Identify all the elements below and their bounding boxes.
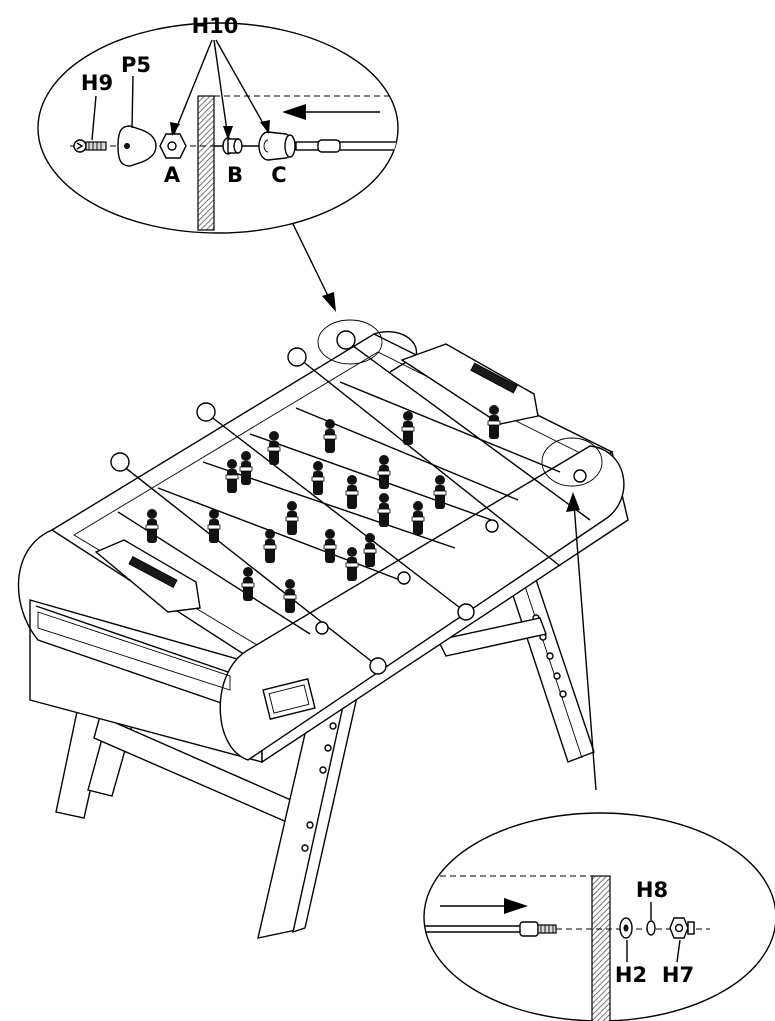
player-figure [283, 579, 297, 613]
player-figure [401, 411, 415, 445]
player-figure [285, 501, 299, 535]
player-figure [377, 493, 391, 527]
pointer-arrow-top [291, 221, 336, 312]
player-figure [433, 475, 447, 509]
bushing-c-part [258, 131, 296, 161]
label-p5: P5 [121, 53, 151, 77]
player-figure [377, 455, 391, 489]
player-figure [323, 529, 337, 563]
player-figure [225, 459, 239, 493]
player-figure [267, 431, 281, 465]
score-counter-left [94, 539, 201, 613]
player-figure [411, 501, 425, 535]
player-figure [363, 533, 377, 567]
label-h8: H8 [636, 878, 668, 902]
highlight-ellipse-bottom [541, 437, 603, 487]
bumper-p5-part [117, 125, 157, 167]
player-figure [345, 547, 359, 581]
player-figures [145, 405, 501, 613]
rod-3 [287, 347, 561, 567]
player-figure [263, 529, 277, 563]
player-figure [345, 475, 359, 509]
nut-h7-part [669, 917, 695, 939]
rod-end [317, 139, 341, 153]
player-figure [311, 461, 325, 495]
cabinet-wall-section-bottom [591, 875, 611, 1021]
label-a: A [164, 163, 181, 187]
player-figure [323, 419, 337, 453]
label-b: B [227, 163, 243, 187]
rod-threaded-end [519, 921, 539, 937]
label-h2: H2 [615, 963, 647, 987]
pointer-arrow-bottom [566, 492, 597, 791]
player-figure [487, 405, 501, 439]
screw-h9-part [73, 139, 107, 153]
rod-2 [196, 402, 475, 621]
foosball-table [17, 330, 629, 939]
lock-washer-h8-part [646, 920, 656, 936]
label-h9: H9 [81, 71, 113, 95]
top-callout: H10 H9 P5 A B C [37, 14, 399, 234]
player-figure [207, 509, 221, 543]
washer-h2-part [619, 917, 633, 939]
player-figure [239, 451, 253, 485]
rod-4 [336, 330, 591, 521]
direction-arrow-left [282, 104, 306, 120]
direction-arrow-right [504, 898, 528, 914]
cabinet-wall-section [197, 95, 215, 231]
back-crossbar [436, 617, 547, 657]
highlight-ellipse-top [317, 319, 383, 365]
bottom-callout: H8 H2 H7 [423, 812, 775, 1021]
player-figure [241, 567, 255, 601]
washer-b-part [222, 137, 243, 155]
rod-1 [110, 452, 387, 675]
label-h7: H7 [662, 963, 694, 987]
score-counter-right [400, 343, 539, 425]
label-h10: H10 [192, 14, 239, 38]
player-figure [145, 509, 159, 543]
nut-a-part [159, 133, 187, 159]
label-c: C [271, 163, 286, 187]
